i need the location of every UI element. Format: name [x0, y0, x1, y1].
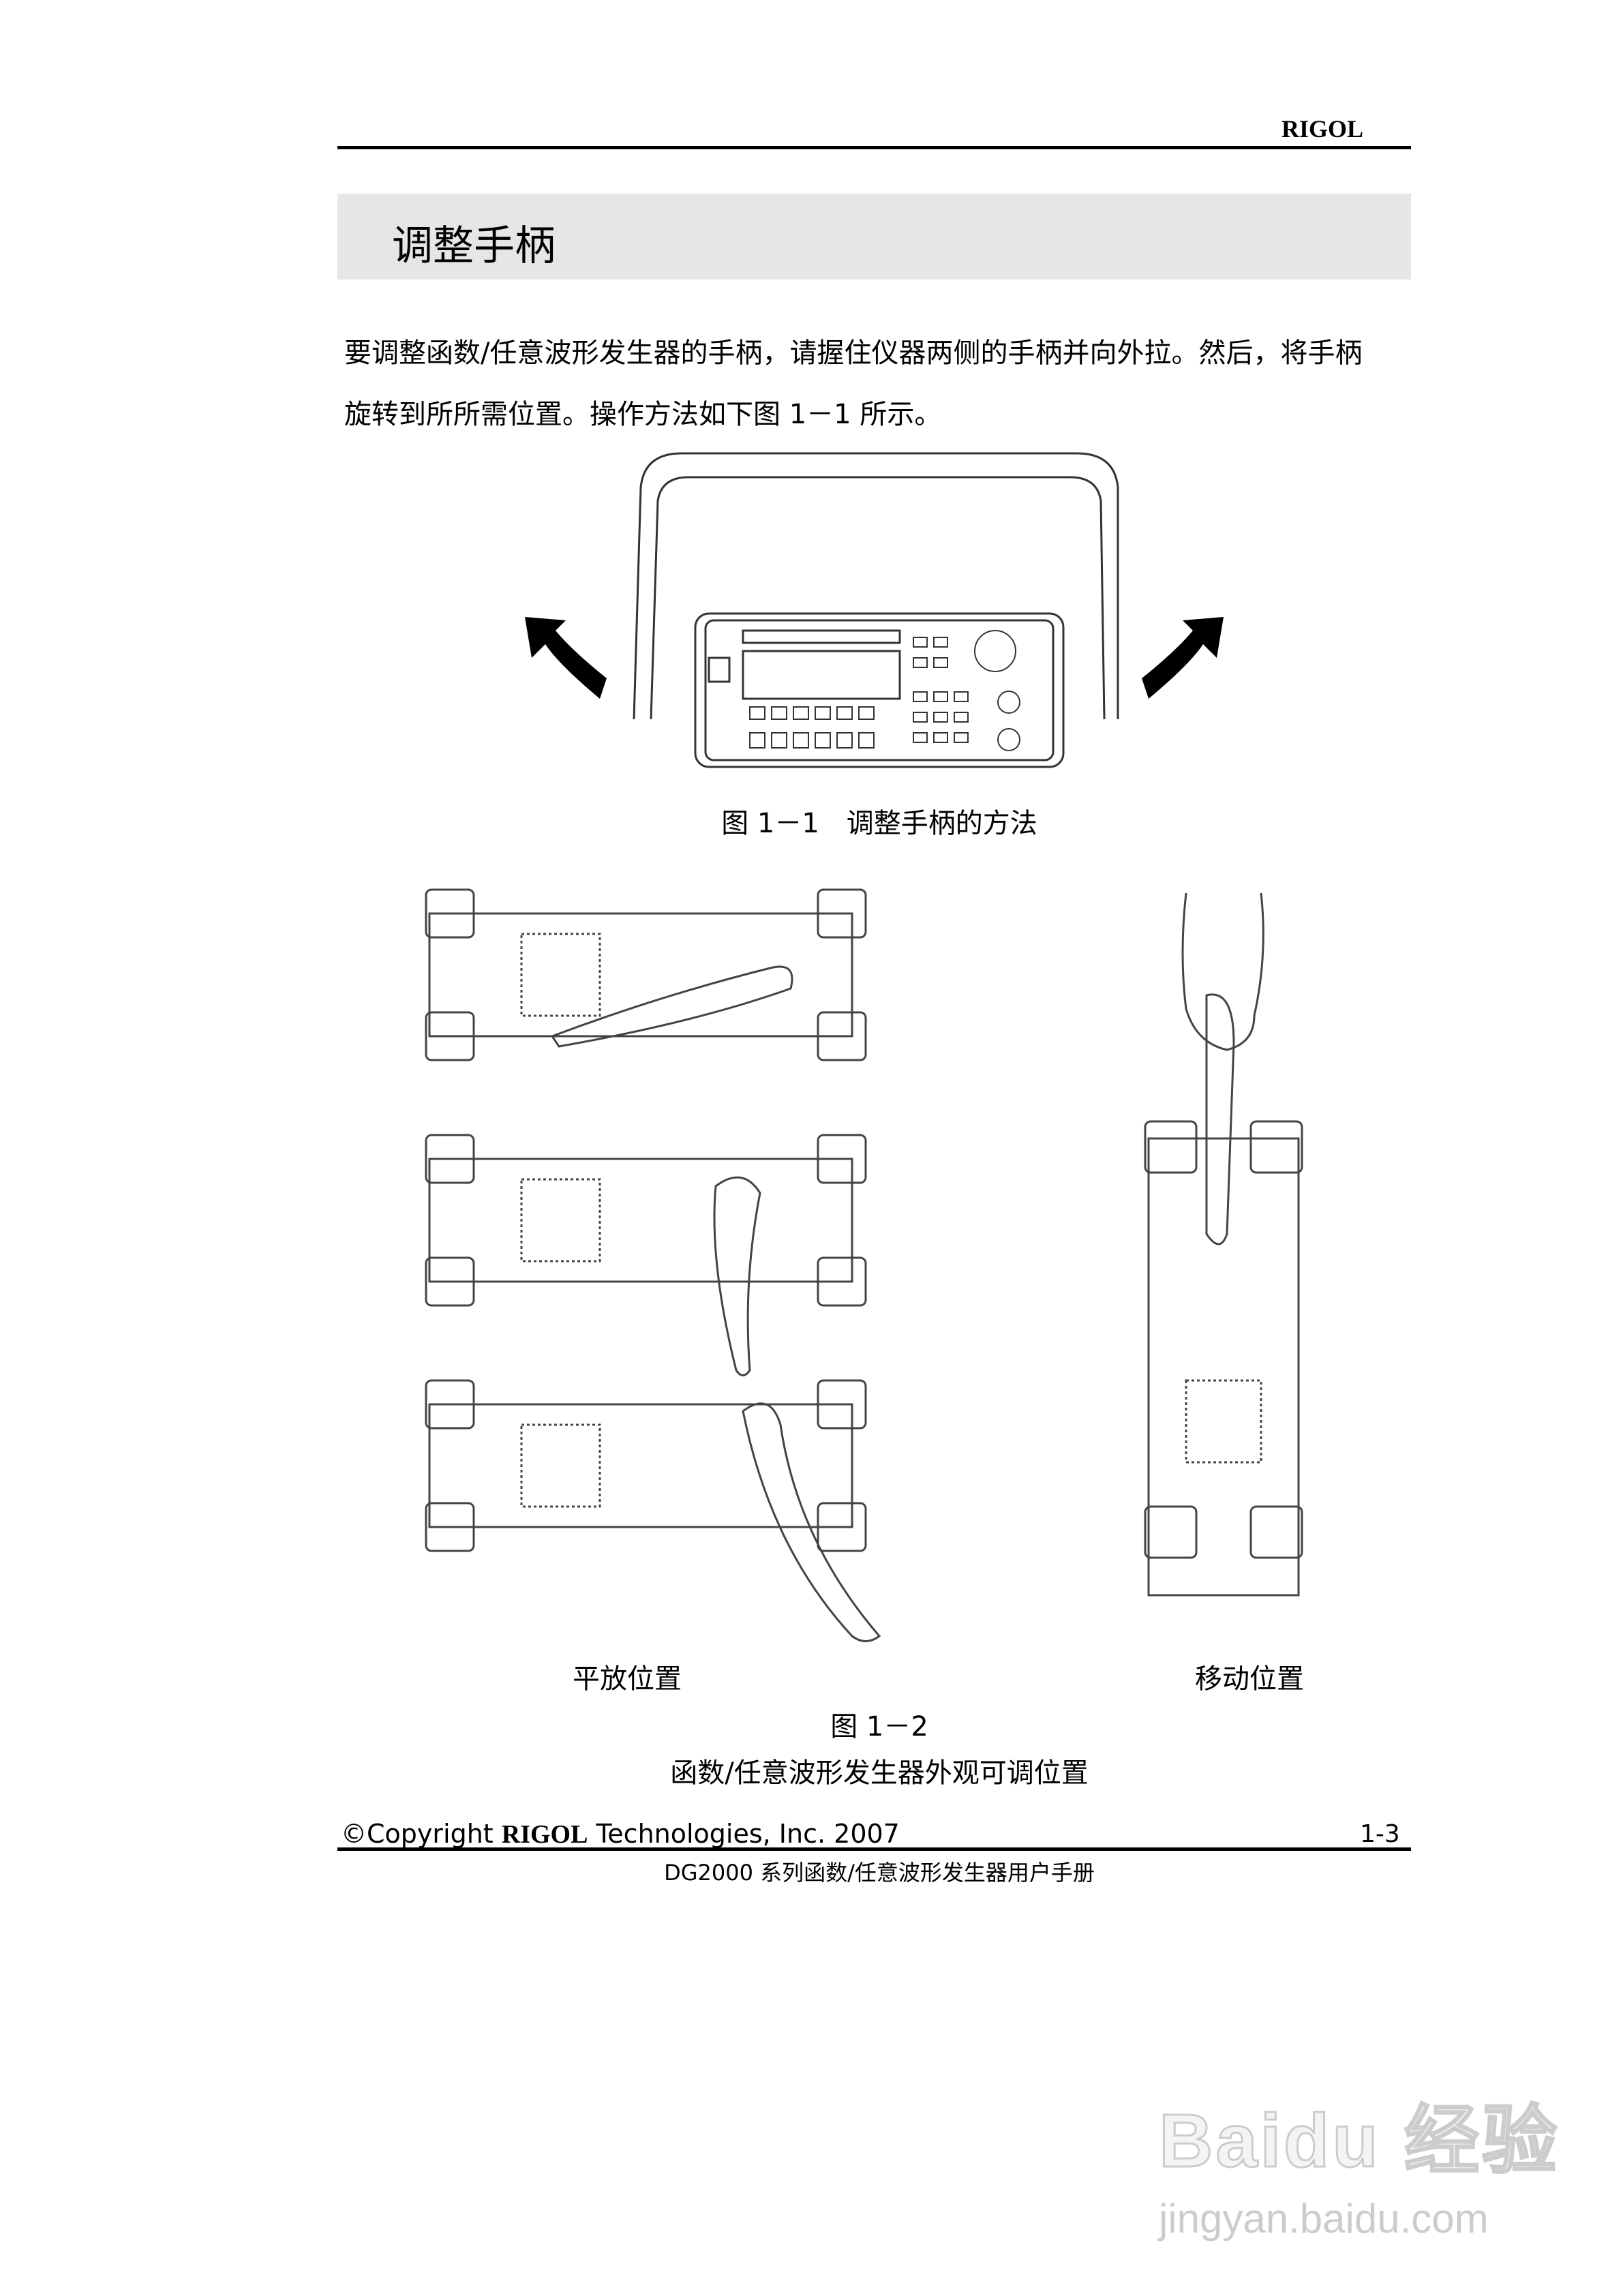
label-flat-position: 平放位置: [573, 1663, 682, 1695]
baidu-watermark: Baidu 经验 jingyan.baidu.com: [1157, 2079, 1560, 2242]
section-title-bar: [337, 194, 1411, 280]
header-rule: [337, 146, 1411, 149]
figure-2-flat-positions: [425, 888, 881, 1642]
body-line-1: 要调整函数/任意波形发生器的手柄，请握住仪器两侧的手柄并向外拉。然后，将手柄: [344, 337, 1363, 369]
header-brand: RIGOL: [1281, 115, 1364, 142]
hand-icon: [1181, 892, 1264, 1051]
arrow-left-icon: [525, 617, 607, 699]
figure-1-instrument-front: [525, 452, 1224, 768]
figure-2-carry-position: [1144, 892, 1303, 1597]
figure-2-caption-number: 图 1－2: [830, 1711, 928, 1742]
copyright-suffix: Technologies, Inc. 2007: [588, 1819, 900, 1849]
page-number: 1-3: [1360, 1820, 1400, 1848]
manual-title: DG2000 系列函数/任意波形发生器用户手册: [664, 1860, 1095, 1886]
watermark-url: jingyan.baidu.com: [1159, 2196, 1489, 2241]
label-carry-position: 移动位置: [1195, 1663, 1304, 1695]
section-title: 调整手柄: [392, 222, 556, 270]
footer-copyright: ©Copyright RIGOL Technologies, Inc. 2007: [341, 1819, 900, 1849]
arrow-right-icon: [1142, 617, 1224, 699]
figure-1-caption: 图 1－1 调整手柄的方法: [721, 808, 1037, 839]
copyright-prefix: ©Copyright: [341, 1819, 502, 1849]
footer-rule: [337, 1847, 1411, 1851]
copyright-brand: RIGOL: [501, 1820, 588, 1849]
figure-2-caption-text: 函数/任意波形发生器外观可调位置: [670, 1757, 1089, 1789]
watermark-logo: Baidu 经验: [1157, 2098, 1560, 2184]
body-line-2: 旋转到所所需位置。操作方法如下图 1－1 所示。: [344, 399, 942, 430]
